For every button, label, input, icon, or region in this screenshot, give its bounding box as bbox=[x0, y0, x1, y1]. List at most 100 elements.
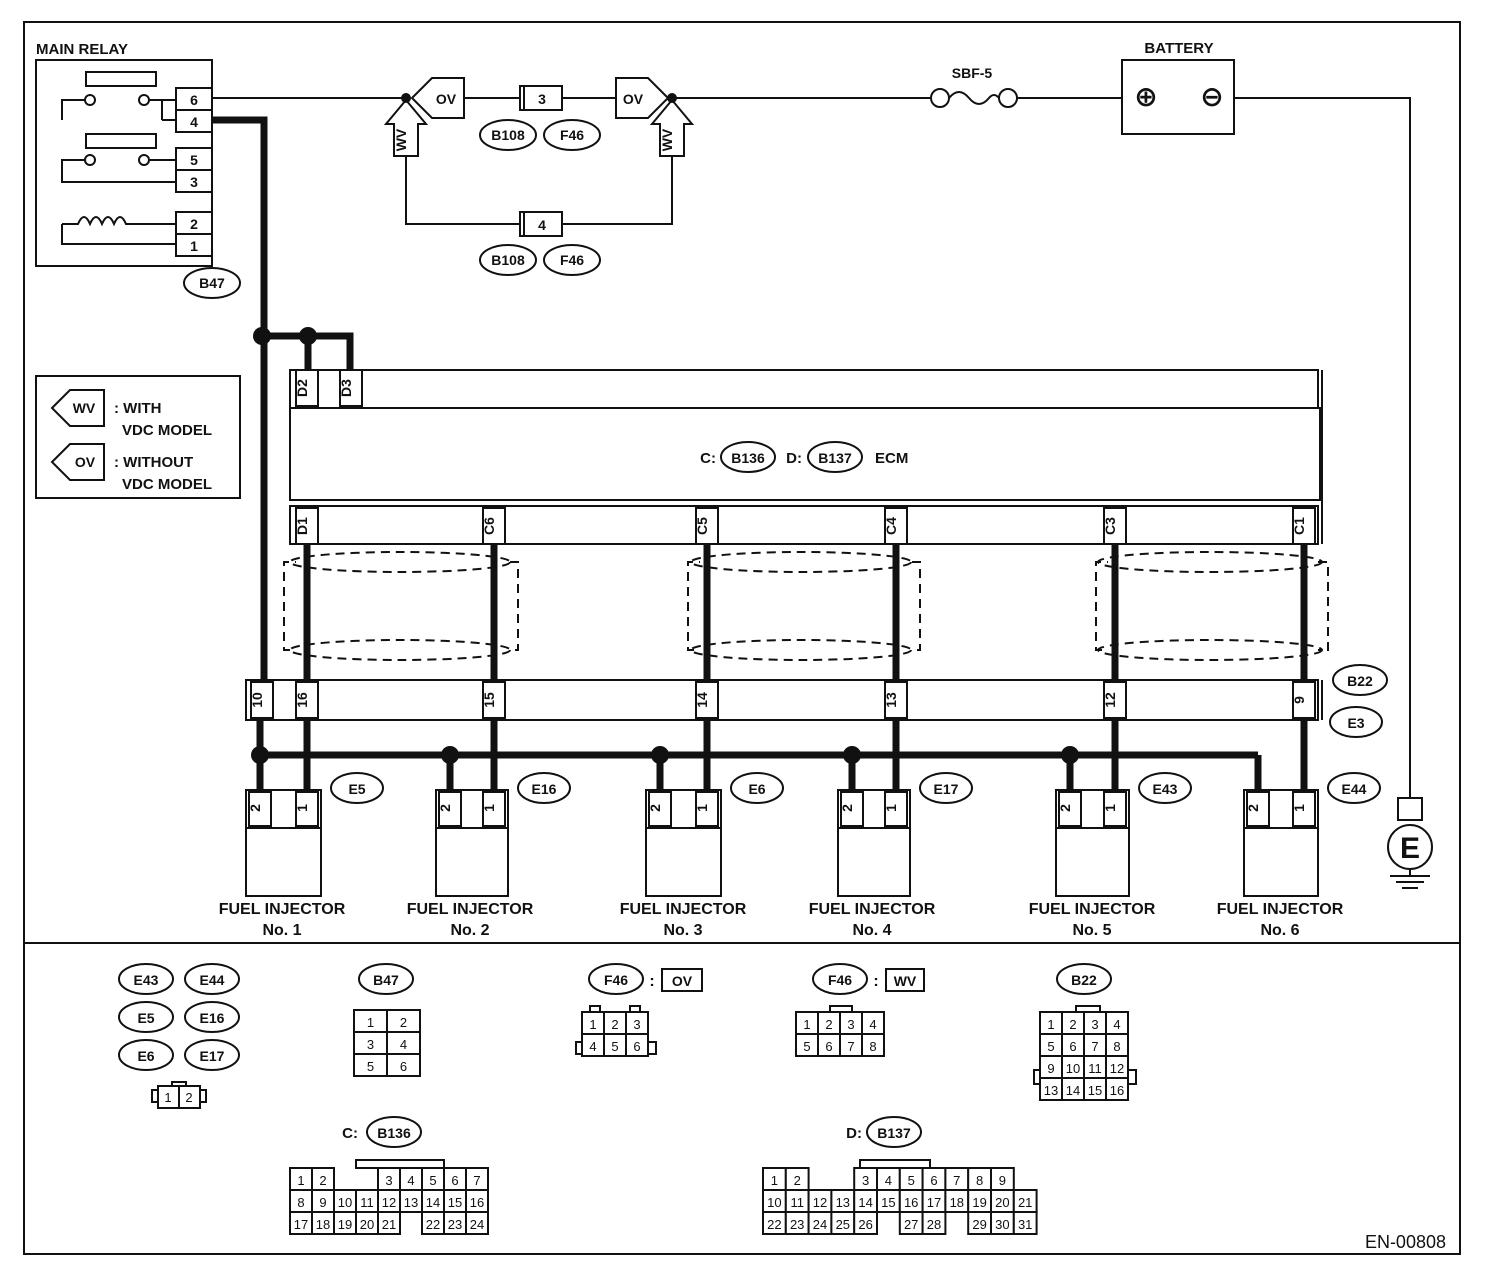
connector-cell: 2 bbox=[794, 1173, 801, 1188]
injector-label: FUEL INJECTOR bbox=[1029, 901, 1156, 918]
wv-tag: WV bbox=[393, 128, 409, 151]
connector-cell: 19 bbox=[338, 1217, 352, 1232]
connector-cell: 4 bbox=[1113, 1017, 1120, 1032]
connector-cell: 2 bbox=[319, 1173, 326, 1188]
battery-title: BATTERY bbox=[1144, 40, 1213, 57]
injector-body bbox=[837, 827, 911, 897]
connector-cell: 4 bbox=[407, 1173, 414, 1188]
connector-cell: 29 bbox=[972, 1217, 986, 1232]
connector-cell: 8 bbox=[976, 1173, 983, 1188]
connector-cell: 20 bbox=[360, 1217, 374, 1232]
connector-cell: 1 bbox=[803, 1017, 810, 1032]
connector-cell: 11 bbox=[1088, 1061, 1102, 1076]
main-relay-pin: 5 bbox=[190, 152, 198, 168]
f46-ov-tag: OV bbox=[672, 973, 693, 989]
main-relay-pin: 2 bbox=[190, 216, 198, 232]
connector-cell: 1 bbox=[1047, 1017, 1054, 1032]
connector-cell: 22 bbox=[767, 1217, 781, 1232]
wiring bbox=[212, 116, 1329, 792]
connector-cell: 3 bbox=[847, 1017, 854, 1032]
f46-ov-sep: : bbox=[649, 973, 654, 990]
connector-cell: 4 bbox=[885, 1173, 892, 1188]
b137-id: B137 bbox=[877, 1125, 911, 1141]
connector-cell: 1 bbox=[771, 1173, 778, 1188]
injector-connector: E43 bbox=[1153, 781, 1178, 797]
connector-cell: 18 bbox=[316, 1217, 330, 1232]
connector-cell: 19 bbox=[972, 1195, 986, 1210]
connector-cell: 15 bbox=[448, 1195, 462, 1210]
connector-cell: 21 bbox=[1018, 1195, 1032, 1210]
inj-conn-id: E6 bbox=[137, 1048, 154, 1064]
ecm-c-conn: B136 bbox=[731, 450, 765, 466]
connector-cell: 12 bbox=[1110, 1061, 1124, 1076]
connector-oval bbox=[183, 267, 241, 299]
injector-pin: 2 bbox=[437, 804, 453, 812]
connector-cell: 28 bbox=[927, 1217, 941, 1232]
connector-cell: 3 bbox=[367, 1037, 374, 1052]
battery-plus: ⊕ bbox=[1134, 81, 1157, 112]
injector-label: FUEL INJECTOR bbox=[219, 901, 346, 918]
connector-cell: 12 bbox=[382, 1195, 396, 1210]
main-relay-title: MAIN RELAY bbox=[36, 41, 128, 58]
connector-cell: 8 bbox=[1113, 1039, 1120, 1054]
connector-cell: 11 bbox=[790, 1195, 804, 1210]
ecm-pin: D1 bbox=[294, 517, 310, 535]
connector-cell: 9 bbox=[999, 1173, 1006, 1188]
b137-prefix: D: bbox=[846, 1125, 862, 1142]
legend-ov-text: VDC MODEL bbox=[122, 476, 212, 493]
vdc-upper-pin: 3 bbox=[538, 91, 546, 107]
legend-ov-text: : WITHOUT bbox=[114, 454, 193, 471]
vdc-lower-pin: 4 bbox=[538, 217, 546, 233]
connector-cell: 24 bbox=[470, 1217, 484, 1232]
connector-cell: 23 bbox=[790, 1217, 804, 1232]
f46-wv-sep: : bbox=[873, 973, 878, 990]
connector-cell: 22 bbox=[426, 1217, 440, 1232]
connector-cell: 6 bbox=[1069, 1039, 1076, 1054]
connector-cell: 13 bbox=[836, 1195, 850, 1210]
injector-connector: E16 bbox=[532, 781, 557, 797]
connector-cell: 3 bbox=[385, 1173, 392, 1188]
connector-cell: 25 bbox=[836, 1217, 850, 1232]
connector-cell: 27 bbox=[904, 1217, 918, 1232]
injector-number: No. 6 bbox=[1260, 922, 1299, 939]
connector-cell: 4 bbox=[589, 1039, 596, 1054]
harness-conn-top: B22 bbox=[1347, 673, 1373, 689]
injector-connector: E5 bbox=[348, 781, 365, 797]
connector-cell: 13 bbox=[1044, 1083, 1058, 1098]
connector-cell: 30 bbox=[995, 1217, 1009, 1232]
injector-pin: 2 bbox=[1245, 804, 1261, 812]
ecm-d-conn: B137 bbox=[818, 450, 852, 466]
inj-face-cell: 1 bbox=[164, 1090, 171, 1105]
ecm-pin: C3 bbox=[1102, 517, 1118, 535]
connector-cell: 24 bbox=[813, 1217, 827, 1232]
connector-cell: 1 bbox=[297, 1173, 304, 1188]
connector-cell: 31 bbox=[1018, 1217, 1032, 1232]
fuse-label: SBF-5 bbox=[952, 65, 993, 81]
main-relay-pin: 4 bbox=[190, 114, 198, 130]
harness-pin: 10 bbox=[249, 692, 265, 708]
connector-cell: 4 bbox=[869, 1017, 876, 1032]
connector-cell: 8 bbox=[297, 1195, 304, 1210]
injector-pin: 2 bbox=[839, 804, 855, 812]
connector-cell: 14 bbox=[426, 1195, 440, 1210]
connector-cell: 5 bbox=[429, 1173, 436, 1188]
injector-label: FUEL INJECTOR bbox=[1217, 901, 1344, 918]
document-code: EN-00808 bbox=[1365, 1232, 1446, 1252]
injector-pin: 1 bbox=[481, 804, 497, 812]
injector-number: No. 1 bbox=[262, 922, 301, 939]
connector-cell: 17 bbox=[927, 1195, 941, 1210]
connector-cell: 3 bbox=[633, 1017, 640, 1032]
connector-cell: 20 bbox=[995, 1195, 1009, 1210]
connector-cell: 7 bbox=[847, 1039, 854, 1054]
injector-connector: E17 bbox=[934, 781, 959, 797]
battery-body bbox=[1121, 59, 1235, 135]
ecm-pin: C5 bbox=[694, 517, 710, 535]
harness-pin: 9 bbox=[1291, 696, 1307, 704]
injector-label: FUEL INJECTOR bbox=[809, 901, 936, 918]
injector-pin: 1 bbox=[1291, 804, 1307, 812]
